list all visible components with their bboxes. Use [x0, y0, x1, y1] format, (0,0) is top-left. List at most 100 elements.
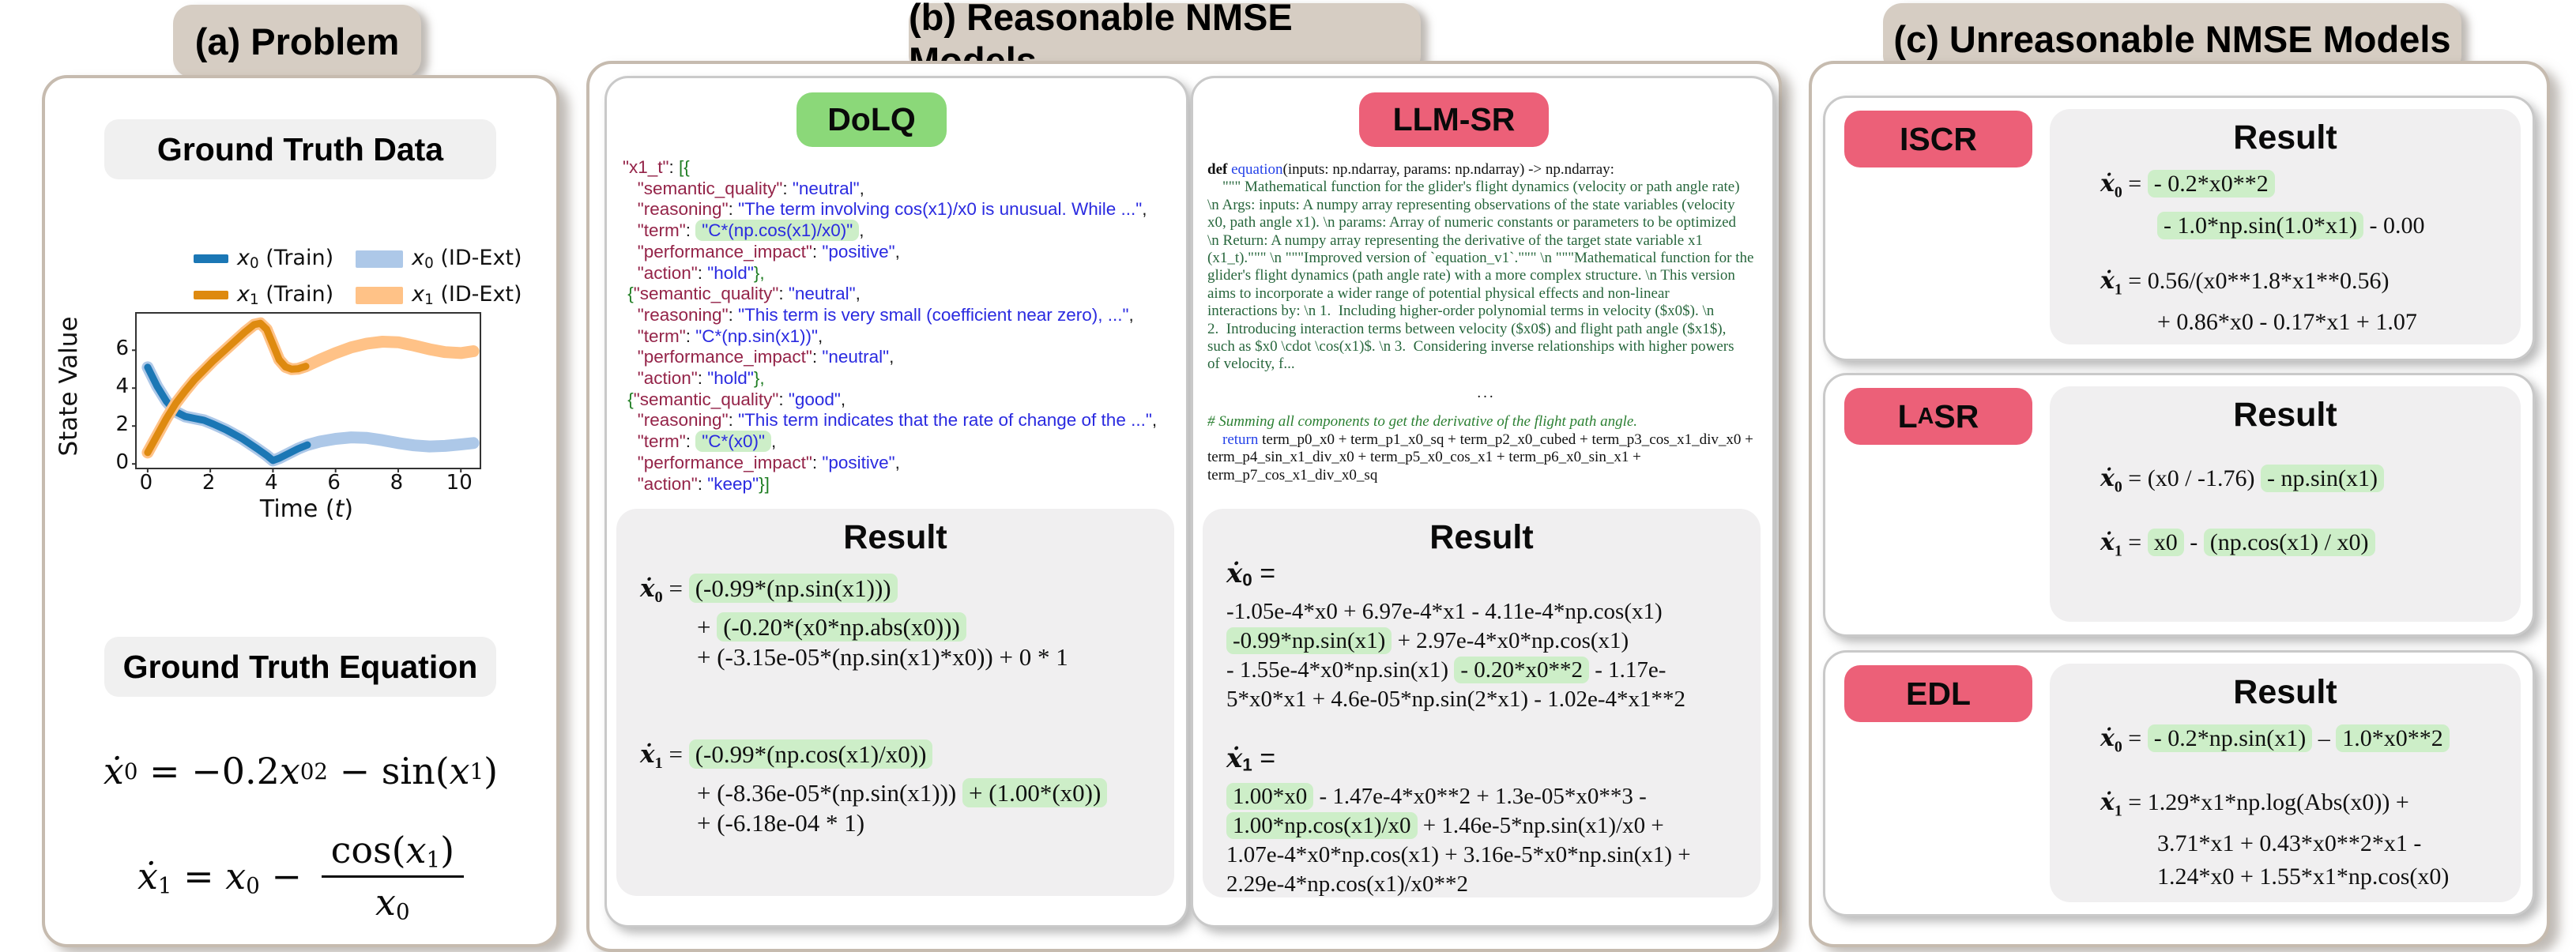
legend-label: x0 (Train)	[237, 246, 333, 272]
text-segment: 5*x0*x1 + 4.6e-05*np.sin(2*x1) - 1.02e-4…	[1226, 687, 1685, 712]
iscr-badge: ISCR	[1844, 111, 2032, 167]
text-segment: x	[375, 881, 396, 924]
x-tick-label: 4	[265, 471, 278, 495]
dolq-subpanel: DoLQ "x1_t": [{ "semantic_quality": "neu…	[604, 76, 1188, 928]
text-segment: "The term involving cos(x1)/x0 is unusua…	[738, 199, 1143, 220]
text-segment: ,	[894, 241, 900, 262]
text-segment: 1	[1242, 754, 1252, 775]
iscr-result-title: Result	[2233, 119, 2337, 156]
text-segment: - 0.00	[2363, 212, 2425, 239]
text-segment: }]	[759, 473, 770, 494]
text-segment: ,	[771, 431, 777, 452]
legend-label: x1 (ID-Ext)	[412, 282, 522, 308]
x-axis-label: Time (t)	[135, 495, 478, 523]
text-line: ẋ1 = 1.29*x1*np.log(Abs(x0)) +	[2100, 786, 2450, 828]
text-segment: [{	[679, 157, 690, 177]
text-line: 2. Introducing interaction terms between…	[1207, 321, 1765, 338]
text-segment: "hold"	[707, 262, 754, 283]
text-segment: ẋ	[2100, 788, 2115, 816]
text-line: + (-0.20*(x0*np.abs(x0)))	[697, 611, 1068, 642]
text-segment: ẋ	[1226, 743, 1243, 774]
text-line: "performance_impact": "positive",	[623, 242, 1176, 263]
iscr-equations: ẋ0 = - 0.2*x0**2- 1.0*np.sin(1.0*x1) - 0…	[2100, 167, 2424, 339]
text-segment: =	[662, 740, 689, 768]
text-segment: aims to incorporate a wider range of pot…	[1207, 284, 1670, 302]
text-segment: 0	[299, 758, 314, 785]
text-line: aims to incorporate a wider range of pot…	[1207, 285, 1765, 303]
text-segment: :	[728, 199, 739, 220]
text-segment: + 0.86*x0 - 0.17*x1 + 1.07	[2157, 309, 2417, 336]
eq2-left: ẋ1 = x0 −	[137, 855, 314, 898]
text-segment: :	[728, 410, 739, 431]
text-line: \n Return: A numpy array representing th…	[1207, 232, 1765, 250]
text-segment: ẋ	[137, 855, 158, 898]
text-segment: "positive"	[822, 241, 895, 262]
text-segment: "action"	[637, 473, 698, 494]
text-line: "action": "hold"},	[623, 263, 1176, 284]
text-segment: :	[778, 389, 789, 409]
text-segment	[623, 242, 638, 262]
text-line: "reasoning": "This term indicates that t…	[623, 410, 1176, 431]
text-segment: ...	[1477, 384, 1496, 401]
legend-swatch	[356, 286, 404, 304]
text-line: ẋ1 = (-0.99*(np.cos(x1)/x0))	[640, 739, 1107, 778]
text-segment: DoLQ	[827, 101, 916, 137]
text-line: (x1_t).""" \n """Improved version of `eq…	[1207, 250, 1765, 267]
text-segment: + (-8.36e-05*(np.sin(x1)))	[697, 778, 963, 807]
text-segment: + (-6.18e-04 * 1)	[697, 808, 865, 837]
text-segment	[1207, 431, 1222, 448]
text-segment: (-0.99*(np.cos(x1)/x0))	[688, 739, 933, 769]
text-line: "action": "hold"},	[623, 368, 1176, 389]
text-segment: + (-3.15e-05*(np.sin(x1)*x0)) + 0 * 1	[697, 642, 1068, 671]
text-segment: 0	[654, 588, 663, 606]
text-line: "term": "C*(x0)",	[623, 431, 1176, 453]
text-segment: ẋ	[2100, 724, 2115, 752]
text-segment: )	[484, 750, 499, 792]
text-segment: A	[1917, 403, 1934, 429]
text-segment: ẋ	[2100, 528, 2115, 556]
lasr-result-box: Result ẋ0 = (x0 / -1.76) - np.sin(x1)ẋ1 …	[2050, 386, 2521, 622]
text-segment: (Train)	[258, 246, 334, 270]
text-segment: ẋ	[1226, 558, 1243, 589]
text-segment: 0	[396, 898, 410, 925]
text-segment: Time (	[259, 495, 335, 523]
text-segment: \n Args: inputs: A numpy array represent…	[1207, 196, 1735, 213]
text-segment	[623, 326, 638, 346]
text-segment: :	[685, 431, 696, 452]
text-segment: ẋ	[2100, 266, 2115, 295]
text-segment: = 1.29*x1*np.log(Abs(x0)) +	[2122, 788, 2409, 815]
text-segment: term_p4_sin_x1_div_x0 + term_p5_x0_cos_x…	[1207, 449, 1641, 466]
text-segment: of velocity, f...	[1207, 356, 1295, 373]
text-line: ẋ1 = x0 - (np.cos(x1) / x0)	[2100, 526, 2384, 568]
text-segment: –	[2312, 725, 2337, 751]
text-segment: x	[279, 750, 300, 792]
text-segment: ,	[859, 178, 864, 198]
text-segment	[623, 199, 638, 219]
tab-a-problem: (a) Problem	[173, 5, 421, 77]
text-line: 1.00*x0 - 1.47e-4*x0**2 + 1.3e-05*x0**3 …	[1226, 782, 1691, 811]
text-segment	[623, 220, 638, 240]
text-segment: =	[1252, 743, 1276, 773]
text-segment: {	[627, 284, 634, 304]
dolq-eq-x0: ẋ0 = (-0.99*(np.sin(x1)))+ (-0.20*(x0*np…	[640, 574, 1068, 672]
y-tick-label: 4	[115, 374, 129, 399]
chart-plot-area	[132, 312, 481, 472]
text-line: term_p7_cos_x1_div_x0_sq	[1207, 467, 1765, 484]
llmsr-eq-x1: 1.00*x0 - 1.47e-4*x0**2 + 1.3e-05*x0**3 …	[1226, 782, 1691, 899]
text-line: return term_p0_x0 + term_p1_x0_sq + term…	[1207, 431, 1765, 449]
text-segment: 1.24*x0 + 1.55*x1*np.cos(x0)	[2157, 864, 2450, 890]
text-segment: x	[225, 855, 247, 898]
eq2-numerator: cos(x1)	[321, 829, 465, 879]
text-segment: (ID-Ext)	[433, 282, 522, 307]
text-segment: :	[778, 284, 789, 304]
text-segment: # Summing all components to get the deri…	[1207, 413, 1638, 431]
text-line: {"semantic_quality": "neutral",	[623, 284, 1176, 305]
text-line: 2.29e-4*np.cos(x1)/x0**2	[1226, 870, 1691, 899]
text-segment: 1	[2114, 542, 2122, 560]
text-line: - 1.0*np.sin(1.0*x1) - 0.00	[2157, 209, 2424, 243]
text-segment: 1	[654, 754, 663, 772]
text-segment: LLM-SR	[1392, 101, 1516, 137]
text-segment: 2.29e-4*np.cos(x1)/x0**2	[1226, 871, 1469, 897]
